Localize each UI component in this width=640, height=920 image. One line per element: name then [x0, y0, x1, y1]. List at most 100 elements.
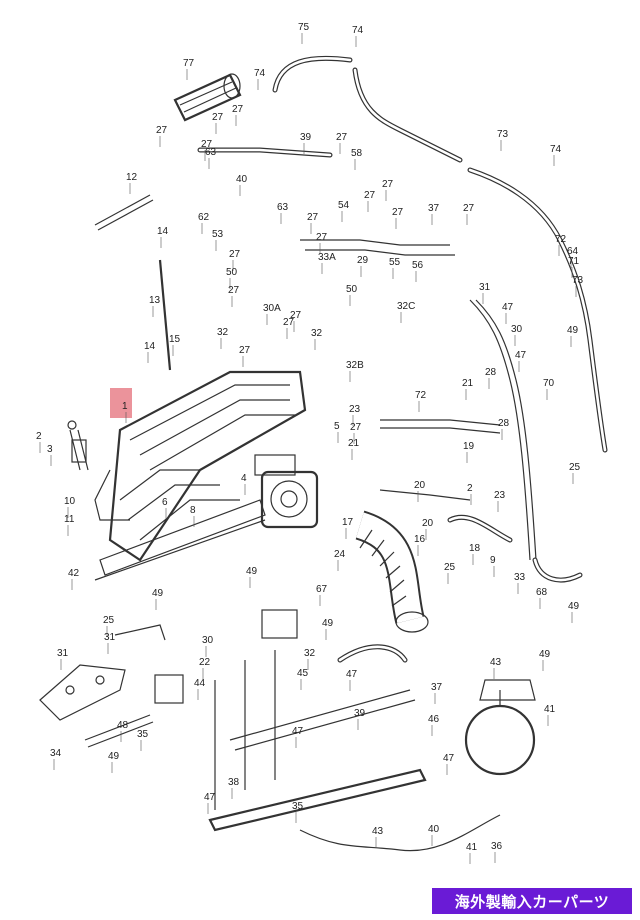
callout-label: 77	[183, 58, 195, 69]
shop-badge: 海外製輸入カーパーツ	[432, 888, 632, 914]
callout-label: 37	[431, 682, 443, 693]
callout-label: 31	[104, 632, 116, 643]
callout-label: 43	[372, 826, 384, 837]
callout-label: 50	[226, 267, 238, 278]
throttle-body	[254, 454, 319, 529]
callout-label: 38	[228, 777, 240, 788]
callout-label: 49	[322, 618, 334, 629]
bracket-30	[39, 664, 126, 721]
callout-label: 4	[241, 473, 247, 484]
callout-label: 27	[382, 179, 394, 190]
callout-label: 23	[494, 490, 506, 501]
callout-label: 56	[412, 260, 424, 271]
callout-label: 74	[550, 144, 562, 155]
injector-group	[67, 420, 89, 471]
linkage-rods	[94, 194, 172, 371]
callout-label: 27	[229, 249, 241, 260]
callout-label: 47	[515, 350, 527, 361]
intake-manifold	[94, 370, 307, 581]
callout-label: 27	[307, 212, 319, 223]
callout-label: 73	[497, 129, 509, 140]
air-box-77	[173, 73, 242, 122]
callout-label: 47	[204, 792, 216, 803]
callout-label: 17	[342, 517, 354, 528]
callout-label: 33	[514, 572, 526, 583]
air-intake-hose	[354, 510, 429, 633]
callout-label: 45	[297, 668, 309, 679]
callout-label: 63	[277, 202, 289, 213]
callout-label: 30	[202, 635, 214, 646]
callout-label: 63	[205, 147, 217, 158]
callout-label: 44	[194, 678, 206, 689]
callout-label: 41	[544, 704, 556, 715]
callout-label: 50	[346, 284, 358, 295]
callout-label: 39	[354, 708, 366, 719]
callout-label: 34	[50, 748, 62, 759]
callout-label: 15	[169, 334, 181, 345]
callout-label: 13	[149, 295, 161, 306]
callout-label: 58	[351, 148, 363, 159]
callout-label: 12	[126, 172, 138, 183]
callout-label: 64	[567, 246, 579, 257]
callout-label: 20	[414, 480, 426, 491]
callout-label: 6	[162, 497, 168, 508]
callout-label: 27	[290, 310, 302, 321]
callout-label: 27	[212, 112, 224, 123]
callout-label: 18	[469, 543, 481, 554]
callout-label: 31	[479, 282, 491, 293]
callout-label: 28	[498, 418, 510, 429]
callout-label: 28	[485, 367, 497, 378]
callout-label: 32	[217, 327, 229, 338]
callout-label: 32B	[346, 360, 364, 371]
callout-label: 40	[428, 824, 440, 835]
callout-label: 27	[316, 232, 328, 243]
callout-label: 27	[350, 422, 362, 433]
callout-label: 42	[68, 568, 80, 579]
callout-label: 27	[228, 285, 240, 296]
callout-label: 68	[536, 587, 548, 598]
leader-lines	[39, 33, 577, 864]
callout-label: 3	[47, 444, 53, 455]
callout-label: 53	[212, 229, 224, 240]
callout-label: 47	[292, 726, 304, 737]
callout-label: 5	[334, 421, 340, 432]
callout-label: 2	[467, 483, 473, 494]
callout-label: 30	[511, 324, 523, 335]
callout-label: 37	[428, 203, 440, 214]
callout-label: 27	[156, 125, 168, 136]
callout-label: 32	[304, 648, 316, 659]
callout-label: 47	[502, 302, 514, 313]
callout-label: 2	[36, 431, 42, 442]
callout-label: 21	[462, 378, 474, 389]
callout-label: 49	[152, 588, 164, 599]
callout-label: 41	[466, 842, 478, 853]
callout-label: 47	[346, 669, 358, 680]
callout-label: 29	[357, 255, 369, 266]
callout-label: 24	[334, 549, 346, 560]
callout-label: 27	[239, 345, 251, 356]
callout-label: 21	[348, 438, 360, 449]
callout-label: 1	[122, 401, 128, 412]
callout-label: 62	[198, 212, 210, 223]
callout-label: 46	[428, 714, 440, 725]
callout-label: 19	[463, 441, 475, 452]
callout-label: 71	[568, 256, 580, 267]
highlight-marker	[110, 388, 132, 418]
hose-lines	[197, 55, 608, 583]
callout-label: 14	[157, 226, 169, 237]
callout-label: 72	[555, 234, 567, 245]
regulator-31	[84, 624, 184, 748]
callout-label: 9	[490, 555, 496, 566]
callout-label: 8	[190, 505, 196, 516]
callout-label: 40	[236, 174, 248, 185]
callout-label: 25	[103, 615, 115, 626]
callout-label: 27	[232, 104, 244, 115]
callout-label: 31	[57, 648, 69, 659]
accumulator-sphere	[464, 679, 536, 776]
callout-label: 75	[298, 22, 310, 33]
callout-label: 74	[254, 68, 266, 79]
callout-label: 23	[349, 404, 361, 415]
callout-label: 35	[137, 729, 149, 740]
